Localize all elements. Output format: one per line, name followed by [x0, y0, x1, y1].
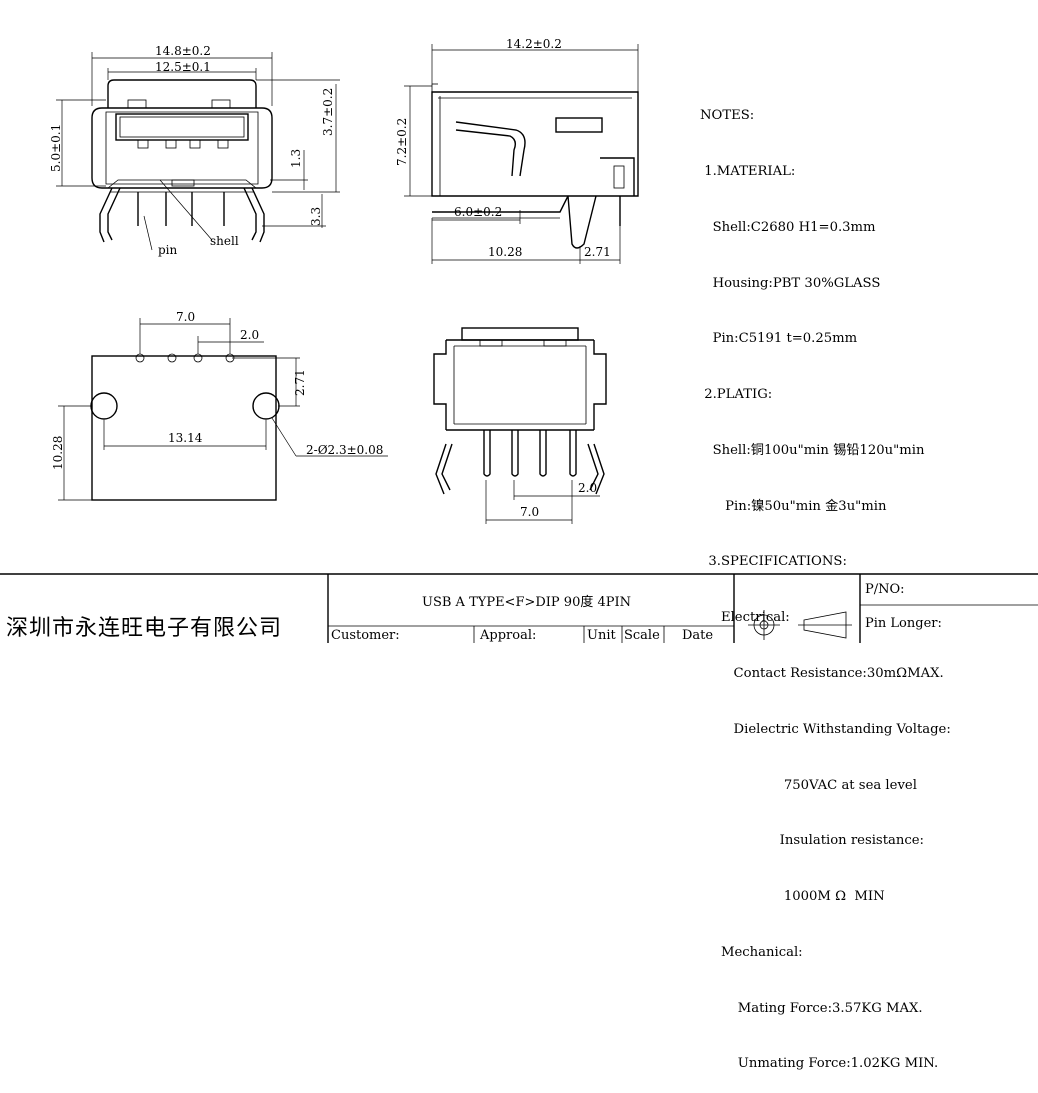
notes-line: Shell:铜100u"min 锡铅120u"min [700, 442, 925, 458]
pcb-dim-pin-span: 7.0 [176, 310, 195, 324]
title-block [0, 573, 1038, 643]
notes-line: Unmating Force:1.02KG MIN. [700, 1056, 939, 1072]
projection-symbol-icon [748, 610, 852, 640]
side-dim-bottom-small: 2.71 [584, 245, 611, 259]
front-dim-height-left: 5.0±0.1 [49, 124, 63, 172]
notes-line: Pin:C5191 t=0.25mm [700, 331, 858, 347]
pin-longer-label: Pin Longer: [865, 616, 942, 631]
side-dim-length: 14.2±0.2 [506, 37, 562, 51]
notes-line: Mechanical: [700, 944, 803, 960]
pcb-dim-hole-dia: 2-Ø2.3±0.08 [306, 443, 383, 457]
front-dim-small-1: 1.3 [289, 149, 303, 168]
notes-line: NOTES: [700, 108, 755, 124]
rear-view: 2.0 7.0 [433, 327, 607, 524]
front-dim-small-2: 3.3 [309, 207, 323, 226]
notes-line: Electrical: [700, 610, 790, 626]
front-dim-height-right: 3.7±0.2 [321, 88, 335, 136]
side-dim-pin-offset: 6.0±0.2 [454, 205, 502, 219]
pcb-dim-hole-span: 13.14 [168, 431, 203, 445]
notes-line: 2.PLATIG: [700, 387, 773, 403]
front-label-shell: shell [210, 234, 239, 248]
front-dim-width-inner: 12.5±0.1 [155, 60, 211, 74]
customer-label: Customer: [331, 628, 400, 643]
pcb-dim-pin-pitch: 2.0 [240, 328, 259, 342]
notes-line: Dielectric Withstanding Voltage: [700, 721, 951, 737]
date-label: Date [682, 628, 714, 643]
notes-line: 750VAC at sea level [700, 777, 917, 793]
pcb-dim-hole-offset: 2.71 [293, 369, 307, 396]
notes-line: Contact Resistance:30mΩMAX. [700, 666, 944, 681]
notes-line: Pin:镍50u"min 金3u"min [700, 498, 887, 514]
notes-line: Insulation resistance: [700, 833, 924, 849]
pcb-view: 7.0 2.0 2.71 13.14 10.28 2-Ø2.3±0.08 [51, 310, 388, 501]
drawing-canvas: 14.8±0.2 12.5±0.1 5.0±0.1 3.7±0.2 1.3 3.… [0, 37, 1038, 643]
notes-line: Mating Force:3.57KG MAX. [700, 1000, 923, 1016]
front-view: 14.8±0.2 12.5±0.1 5.0±0.1 3.7±0.2 1.3 3.… [49, 44, 340, 257]
unit-label: Unit [587, 628, 616, 643]
part-title: USB A TYPE<F>DIP 90度 4PIN [422, 595, 632, 610]
rear-dim-pitch: 2.0 [578, 481, 597, 495]
front-label-pin: pin [158, 243, 178, 257]
approval-label: Approal: [480, 628, 537, 643]
pcb-dim-height: 10.28 [51, 436, 65, 470]
notes-line: 1000M Ω MIN [700, 889, 885, 905]
side-dim-bottom-len: 10.28 [488, 245, 522, 259]
side-view: 14.2±0.2 7.2±0.2 6.0±0.2 10.28 2.71 [395, 37, 639, 264]
front-dim-width-outer: 14.8±0.2 [155, 44, 211, 58]
notes-line: 1.MATERIAL: [700, 163, 796, 179]
notes-line: 3.SPECIFICATIONS: [700, 554, 847, 570]
notes-line: Shell:C2680 H1=0.3mm [700, 219, 876, 235]
side-dim-height: 7.2±0.2 [395, 118, 409, 166]
scale-label: Scale [624, 628, 660, 643]
notes-block: NOTES: 1.MATERIAL: Shell:C2680 H1=0.3mm … [700, 70, 951, 1093]
rear-dim-span: 7.0 [520, 505, 539, 519]
notes-line: Housing:PBT 30%GLASS [700, 275, 881, 291]
company-name: 深圳市永连旺电子有限公司 [6, 616, 283, 641]
pno-label: P/NO: [865, 582, 905, 597]
